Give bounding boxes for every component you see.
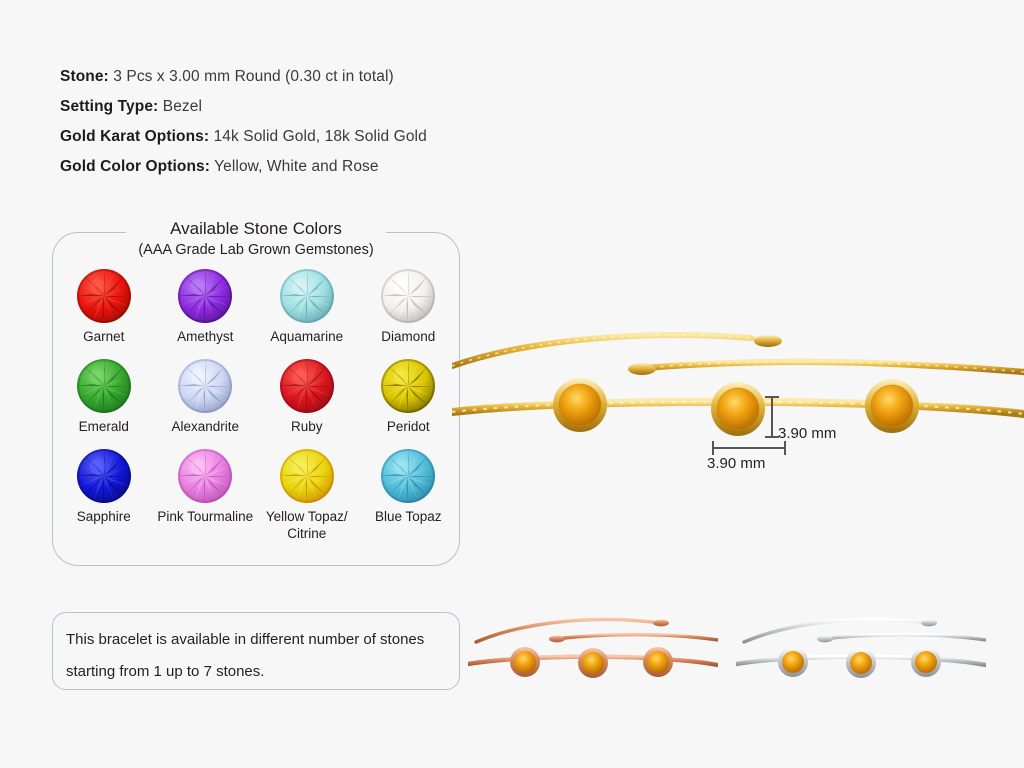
panel-subtitle: (AAA Grade Lab Grown Gemstones): [138, 242, 374, 258]
stone-row: Emerald Alexandrite Ruby Peridot: [53, 359, 459, 449]
bezel-stone: [510, 647, 540, 677]
stone-option-sapphire[interactable]: Sapphire: [53, 449, 155, 539]
stone-label-sapphire: Sapphire: [76, 509, 131, 524]
stone-label-diamond: Diamond: [381, 329, 436, 344]
available-stone-colors-panel: Available Stone Colors (AAA Grade Lab Gr…: [52, 218, 460, 566]
gem-icon-garnet: [76, 269, 131, 323]
bezel-stone: [643, 647, 673, 677]
stone-label-yellow-topaz-citrine: Yellow Topaz/ Citrine: [265, 509, 348, 541]
dimension-width-tick-left: [712, 441, 714, 455]
gem-icon-peridot: [381, 359, 436, 413]
bezel-stone: [553, 378, 607, 432]
dimension-height-line: [771, 396, 773, 438]
stone-label-alexandrite: Alexandrite: [171, 419, 240, 434]
bezel-stone: [911, 647, 941, 677]
stone-label-ruby: Ruby: [290, 419, 323, 434]
gem-icon-pink-tourmaline: [178, 449, 233, 503]
spec-label-gold-color: Gold Color Options:: [60, 158, 210, 175]
chain-rear-strands: [452, 332, 1024, 376]
dimension-height-label: 3.90 mm: [778, 425, 837, 442]
stone-option-amethyst[interactable]: Amethyst: [155, 269, 257, 359]
stone-count-note-box: This bracelet is available in different …: [52, 612, 460, 690]
chain-tag: [653, 619, 669, 627]
gem-icon-blue-topaz: [381, 449, 436, 503]
gem-icon-yellow-topaz-citrine: [279, 449, 334, 503]
specification-list: Stone: 3 Pcs x 3.00 mm Round (0.30 ct in…: [60, 62, 620, 182]
gem-icon-diamond: [381, 269, 436, 323]
stone-option-alexandrite[interactable]: Alexandrite: [155, 359, 257, 449]
bezel-stone: [778, 647, 808, 677]
gem-icon-alexandrite: [178, 359, 233, 413]
bracelet-image-yellow-gold: [452, 332, 1024, 436]
gem-icon-amethyst: [178, 269, 233, 323]
gem-icon-emerald: [76, 359, 131, 413]
stone-option-diamond[interactable]: Diamond: [358, 269, 460, 359]
spec-label-stone: Stone:: [60, 68, 109, 85]
spec-row-setting-type: Setting Type: Bezel: [60, 92, 620, 122]
spec-value-stone: 3 Pcs x 3.00 mm Round (0.30 ct in total): [113, 68, 394, 85]
chain-tag: [549, 635, 565, 643]
stone-option-yellow-topaz-citrine[interactable]: Yellow Topaz/ Citrine: [256, 449, 358, 541]
stone-label-emerald: Emerald: [78, 419, 129, 434]
gem-icon-sapphire: [76, 449, 131, 503]
stone-option-garnet[interactable]: Garnet: [53, 269, 155, 359]
chain-tag: [628, 363, 656, 375]
stone-label-aquamarine: Aquamarine: [270, 329, 344, 344]
stone-option-aquamarine[interactable]: Aquamarine: [256, 269, 358, 359]
bezel-stone: [578, 648, 608, 678]
dimension-height-tick-bottom: [765, 436, 779, 438]
chain-rear-strands: [474, 617, 718, 644]
stone-option-peridot[interactable]: Peridot: [358, 359, 460, 449]
panel-title-wrap: Available Stone Colors (AAA Grade Lab Gr…: [53, 218, 459, 261]
stone-label-blue-topaz: Blue Topaz: [374, 509, 442, 524]
chain-rear-strands: [742, 617, 986, 644]
stone-label-amethyst: Amethyst: [177, 329, 234, 344]
bracelet-image-rose-gold: [468, 617, 718, 678]
spec-row-stone: Stone: 3 Pcs x 3.00 mm Round (0.30 ct in…: [60, 62, 620, 92]
dimension-width-tick-right: [784, 441, 786, 455]
bracelet-image-white-gold: [736, 617, 986, 678]
dimension-width-label: 3.90 mm: [707, 455, 766, 472]
spec-row-gold-color: Gold Color Options: Yellow, White and Ro…: [60, 152, 620, 182]
dimension-width-line: [712, 447, 786, 449]
stone-option-pink-tourmaline[interactable]: Pink Tourmaline: [155, 449, 257, 539]
stone-row: Garnet Amethyst Aquamarine Diamond: [53, 269, 459, 359]
spec-label-gold-karat: Gold Karat Options:: [60, 128, 210, 145]
spec-value-gold-karat: 14k Solid Gold, 18k Solid Gold: [213, 128, 427, 145]
stone-option-ruby[interactable]: Ruby: [256, 359, 358, 449]
stone-label-garnet: Garnet: [83, 329, 125, 344]
stone-option-emerald[interactable]: Emerald: [53, 359, 155, 449]
bezel-stone: [711, 382, 765, 436]
panel-title-inner: Available Stone Colors (AAA Grade Lab Gr…: [126, 218, 386, 261]
chain-tag: [921, 619, 937, 627]
stone-label-peridot: Peridot: [386, 419, 430, 434]
spec-row-gold-karat: Gold Karat Options: 14k Solid Gold, 18k …: [60, 122, 620, 152]
spec-value-setting-type: Bezel: [162, 98, 203, 115]
gem-icon-ruby: [279, 359, 334, 413]
gem-icon-aquamarine: [279, 269, 334, 323]
spec-label-setting-type: Setting Type:: [60, 98, 159, 115]
dimension-height-tick-top: [765, 396, 779, 398]
stone-row: Sapphire Pink Tourmaline Yellow Topaz/ Cit…: [53, 449, 460, 541]
panel-title: Available Stone Colors: [170, 219, 342, 238]
spec-value-gold-color: Yellow, White and Rose: [214, 158, 379, 175]
stone-option-blue-topaz[interactable]: Blue Topaz: [358, 449, 460, 539]
chain-tag: [754, 335, 782, 347]
note-line-1: This bracelet is available in different …: [66, 631, 425, 648]
bezel-stone: [865, 379, 919, 433]
chain-tag: [817, 635, 833, 643]
stone-label-pink-tourmaline: Pink Tourmaline: [157, 509, 254, 524]
bezel-stone: [846, 648, 876, 678]
note-line-2: starting from 1 up to 7 stones.: [66, 663, 265, 680]
